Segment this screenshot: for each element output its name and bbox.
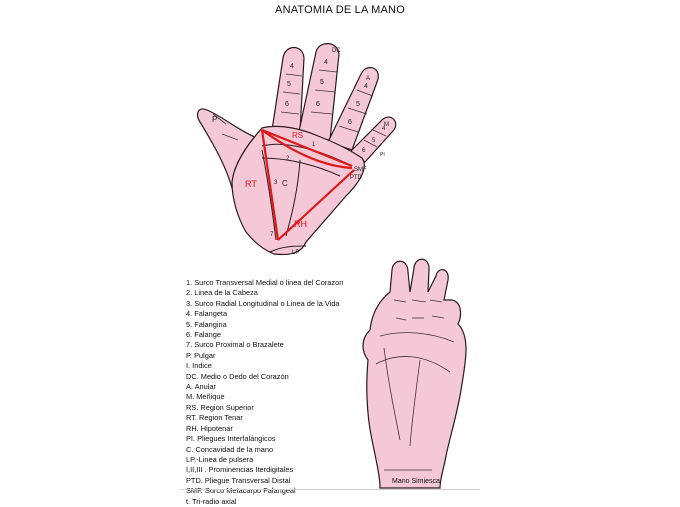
simian-caption: Mano Simiesca [392, 478, 440, 485]
label-middle-5: 5 [320, 79, 324, 86]
legend-item: 3. Surco Radial Longitudinal o Linea de … [186, 298, 340, 308]
label-ring-4: 4 [364, 83, 368, 90]
label-middle-4: 4 [324, 59, 328, 66]
legend-item: I,II,III . Prominencias Iterdigitales [186, 465, 294, 475]
label-index-6: 6 [285, 101, 289, 108]
left-hand: P DC A M PI SMF PTD RS RT RH C LP 1 2 3 … [197, 43, 397, 256]
legend-item: RH. Hipotenar [186, 423, 233, 433]
label-pi: PI [380, 152, 385, 158]
label-rs: RS [292, 131, 303, 140]
region-red-lines [260, 128, 355, 241]
legend: 1. Surco Transversal Medial o linea del … [186, 278, 376, 507]
bottom-divider [180, 489, 480, 490]
label-p: P [212, 115, 217, 124]
little-finger [349, 116, 397, 163]
label-smf: SMF [354, 167, 367, 173]
label-1: 1 [312, 142, 316, 148]
label-3: 3 [274, 180, 278, 186]
label-index-4: 4 [290, 63, 294, 70]
label-middle-6: 6 [316, 101, 320, 108]
legend-item: C. Concavidad de la mano [186, 444, 274, 454]
ring-finger [327, 66, 379, 151]
label-lp: LP [292, 250, 299, 256]
middle-finger [297, 43, 340, 141]
legend-item: PTD. Pliegue Transversal Distal [186, 475, 291, 485]
label-2: 2 [286, 156, 290, 162]
legend-item: I. Indice [186, 361, 212, 371]
simian-creases [375, 299, 455, 471]
label-little-5: 5 [372, 138, 376, 144]
label-index-5: 5 [287, 81, 291, 88]
legend-item: A. Anular [186, 382, 216, 392]
page-title: ANATOMIA DE LA MANO [275, 4, 405, 16]
label-little-6: 6 [362, 148, 366, 154]
legend-item: P. Pulgar [186, 350, 216, 360]
legend-item: LP.-Linea de pulsera [186, 454, 254, 464]
label-rt: RT [245, 179, 257, 189]
legend-item: 7. Surco Proximal o Brazalete [186, 340, 284, 350]
label-rh: RH [294, 219, 307, 229]
legend-item: M. Meñique [186, 392, 225, 402]
legend-item: 5. Falangina [186, 319, 227, 329]
legend-item: PI. Pliegues Interfalángicos [186, 434, 276, 444]
label-c: C [282, 179, 288, 188]
label-7: 7 [270, 232, 274, 238]
legend-item: 4. Falangeta [186, 309, 228, 319]
legend-item: RS. Region Superior [186, 402, 254, 412]
legend-item: 2. Linea de la Cabeza [186, 288, 258, 298]
label-dc: DC [332, 48, 341, 54]
label-a: A [366, 76, 370, 82]
legend-item: SMF. Surco Metacarpo Falangeal [186, 486, 296, 496]
simian-hand-outline [362, 258, 467, 489]
label-ring-6: 6 [348, 119, 352, 126]
hand-anatomy-diagram: P DC A M PI SMF PTD RS RT RH C LP 1 2 3 … [197, 43, 467, 489]
label-little-4: 4 [382, 126, 386, 132]
label-m: M [384, 122, 389, 128]
legend-item: RT. Region Tenar [186, 413, 243, 423]
legend-item: t. Tri-radio axial [186, 496, 237, 506]
finger-creases [212, 69, 387, 148]
label-ring-5: 5 [356, 101, 360, 108]
legend-item: DC. Medio o Dedo del Corazón [186, 371, 289, 381]
simian-hand [362, 258, 467, 489]
legend-item: 1. Surco Transversal Medial o linea del … [186, 278, 344, 287]
legend-item: 6. Falange [186, 330, 221, 340]
label-ptd: PTD [350, 175, 363, 181]
index-finger [271, 46, 305, 133]
